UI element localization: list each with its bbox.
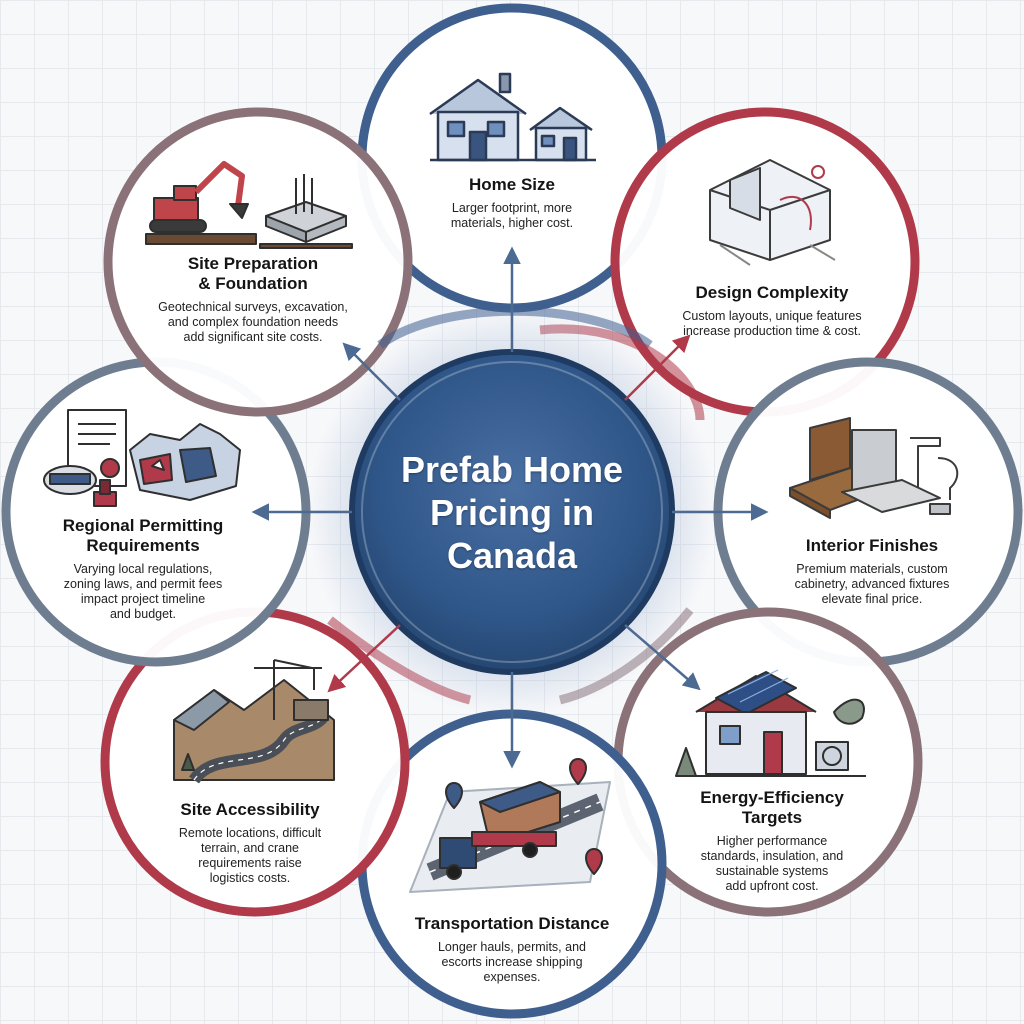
factor-description: Premium materials, custom cabinetry, adv… (794, 562, 950, 606)
factor-title: Regional Permitting Requirements (62, 516, 224, 555)
factor-site-preparation: Site Preparation & Foundation Geotechnic… (133, 254, 373, 345)
finishes-icon (789, 417, 959, 519)
factor-title: Site Preparation & Foundation (187, 254, 319, 293)
factor-design-complexity: Design Complexity Custom layouts, unique… (652, 283, 892, 339)
arrow-to-site-accessibility (327, 624, 401, 693)
factor-description: Longer hauls, permits, and escorts incre… (437, 940, 586, 984)
factor-description: Custom layouts, unique features increase… (682, 309, 862, 338)
blueprint-icon (709, 159, 836, 266)
truck-map-icon (409, 758, 611, 893)
factor-title: Energy-Efficiency Targets (700, 788, 844, 827)
houses-icon (429, 72, 596, 162)
hub-title: Prefab Home Pricing in Canada (400, 449, 624, 576)
factor-description: Higher performance standards, insulation… (700, 834, 844, 893)
canada-permit-map-icon (43, 409, 241, 507)
factor-title: Home Size (469, 175, 555, 194)
factor-energy-efficiency: Energy-Efficiency Targets Higher perform… (667, 788, 877, 894)
factor-site-accessibility: Site Accessibility Remote locations, dif… (145, 800, 355, 886)
hub-inner-ring (361, 361, 663, 663)
solar-house-icon (675, 669, 866, 777)
factor-title: Interior Finishes (805, 536, 939, 555)
factor-interior-finishes: Interior Finishes Premium materials, cus… (762, 536, 982, 607)
factor-title: Design Complexity (695, 283, 849, 302)
arrow-to-design-complexity (624, 334, 691, 401)
arrow-to-site-preparation (342, 342, 401, 401)
factor-description: Geotechnical surveys, excavation, and co… (158, 300, 348, 344)
factor-title: Site Accessibility (180, 800, 320, 819)
factor-home-size: Home Size Larger footprint, more materia… (412, 175, 612, 231)
factor-title: Transportation Distance (414, 914, 610, 933)
arrow-to-energy-efficiency (624, 624, 701, 691)
factor-description: Larger footprint, more materials, higher… (450, 201, 574, 230)
factor-description: Varying local regulations, zoning laws, … (63, 562, 223, 621)
mountain-road-crane-icon (173, 659, 335, 784)
factor-transportation: Transportation Distance Longer hauls, pe… (392, 914, 632, 985)
excavator-foundation-icon (145, 161, 353, 249)
factor-description: Remote locations, difficult terrain, and… (178, 826, 322, 885)
factor-regional-permitting: Regional Permitting Requirements Varying… (33, 516, 253, 622)
